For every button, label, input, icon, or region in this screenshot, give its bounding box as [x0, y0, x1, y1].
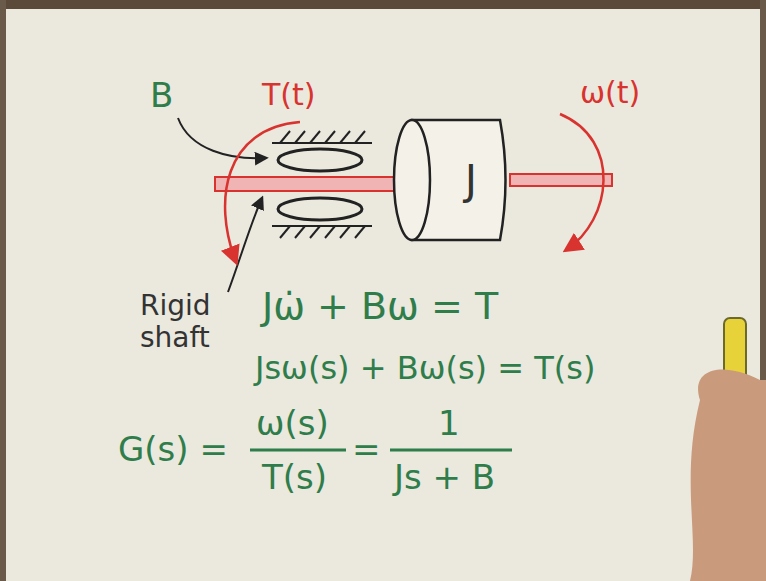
equation: Jω̇ + Bω = T	[262, 285, 498, 329]
part-label: Rigid shaft	[140, 290, 236, 354]
cylinder-outline	[392, 118, 512, 242]
equation: Js + B	[394, 458, 495, 497]
speed-arrow	[560, 114, 604, 250]
equation: Jsω(s) + Bω(s) = T(s)	[255, 350, 595, 387]
leader-line	[228, 198, 262, 292]
hand-illustration	[690, 318, 766, 581]
speed-label: ω(t)	[580, 76, 640, 111]
equation: =	[352, 430, 381, 469]
equation: ω(s)	[256, 404, 329, 443]
board-frame	[0, 0, 766, 9]
node-text: J	[465, 157, 477, 203]
bearing-symbol	[272, 131, 372, 238]
equation: T(s)	[262, 458, 327, 497]
damper-label: B	[150, 76, 173, 115]
inertia-cylinder: J	[392, 118, 512, 242]
fraction-bar	[250, 449, 346, 452]
rigid-shaft	[215, 177, 395, 191]
equation: 1	[438, 404, 460, 443]
board-frame	[0, 0, 6, 581]
torque-arrow	[225, 122, 300, 262]
equation: G(s) =	[118, 430, 228, 469]
torque-label: T(t)	[262, 78, 316, 113]
fraction-bar	[390, 449, 512, 452]
rigid-shaft	[510, 174, 612, 186]
